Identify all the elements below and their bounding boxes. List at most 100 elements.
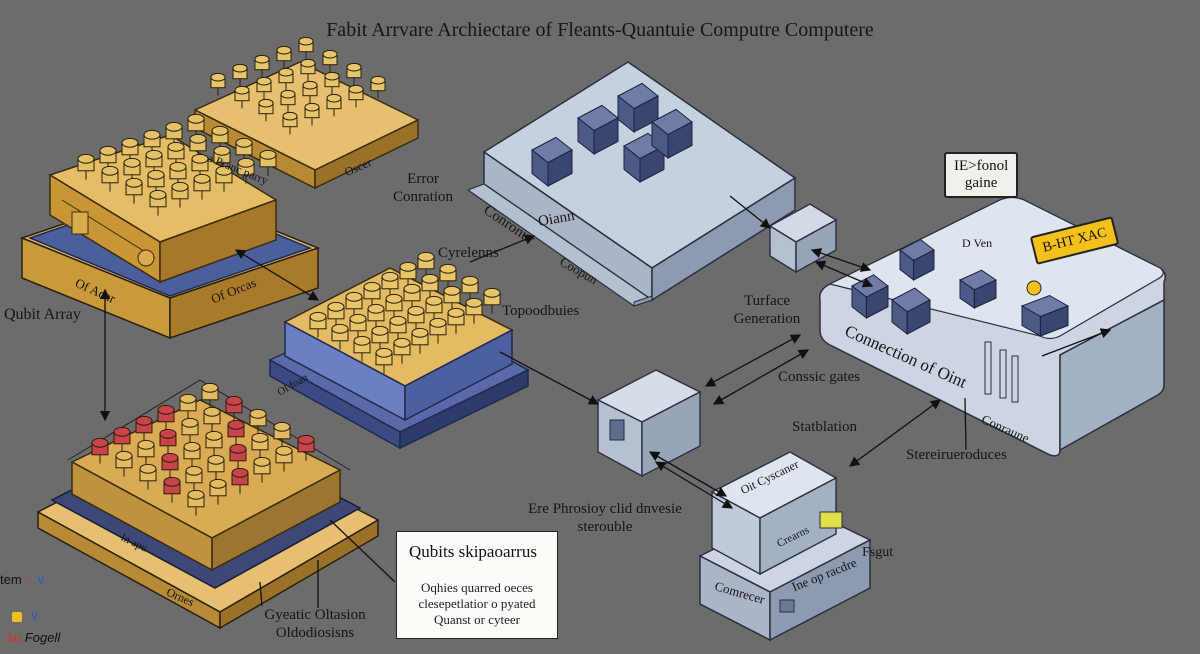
logo-mark-icon: 1o xyxy=(6,630,22,645)
qubit-icon xyxy=(183,441,201,468)
qubit-icon xyxy=(349,313,367,340)
qubit-icon xyxy=(399,261,417,288)
qubit-icon xyxy=(370,75,386,99)
qubit-icon xyxy=(309,311,327,338)
label-qubit-array: Qubit Array xyxy=(4,306,81,323)
qubit-icon xyxy=(139,463,157,490)
qubit-icon xyxy=(253,456,271,483)
sensor-module xyxy=(698,451,872,642)
stabilizer-box xyxy=(596,369,702,478)
qubit-icon xyxy=(367,303,385,330)
qubit-icon xyxy=(385,293,403,320)
legend-item-1: tem – ∨ xyxy=(0,572,46,588)
qubit-icon xyxy=(346,62,362,86)
qubit-icon xyxy=(258,98,274,122)
check-icon: ∨ xyxy=(29,608,40,623)
connector-box xyxy=(768,203,838,274)
legend-text: tem xyxy=(0,572,22,587)
qubit-icon xyxy=(209,478,227,505)
qubit-icon xyxy=(229,443,247,470)
label-ere-phrosioy: Ere Phrosioy clid dnvesie sterouble xyxy=(520,500,690,536)
chip-icon xyxy=(577,104,619,156)
qubit-icon xyxy=(163,476,181,503)
legend-text: Fogell xyxy=(24,630,61,645)
label-gyeatic-oltasion: Gyeatic Oltasion Oldodiosisns xyxy=(250,606,380,642)
qubit-icon xyxy=(211,125,229,152)
qubit-icon xyxy=(407,305,425,332)
reboot-bubble: IE>fonol gaine xyxy=(944,152,1019,198)
qubit-icon xyxy=(465,297,483,324)
qubit-icon xyxy=(256,76,272,100)
qubit-icon xyxy=(203,406,221,433)
qubit-icon xyxy=(276,45,292,69)
label-line: Turface xyxy=(743,293,791,309)
qubit-icon xyxy=(393,337,411,364)
callout-heading: Qubits skipaoarrus xyxy=(409,542,537,561)
qubit-icon xyxy=(187,489,205,516)
qubit-icon xyxy=(439,263,457,290)
qubit-icon xyxy=(249,408,267,435)
qubit-icon xyxy=(135,415,153,442)
label-stereirueroduces: Stereirueroduces xyxy=(906,447,1007,463)
bubble-line: IE>fonol xyxy=(954,158,1009,174)
qubit-icon xyxy=(185,465,203,492)
label-error-conration: Error Conration xyxy=(378,170,468,206)
chip-icon xyxy=(899,238,935,282)
qubit-icon xyxy=(300,58,316,82)
chip-icon xyxy=(651,108,693,160)
callout-line-2: clesepetlatior o pyated xyxy=(418,596,536,611)
qubit-icon xyxy=(421,273,439,300)
qubit-icon xyxy=(443,285,461,312)
error-correction-module xyxy=(466,61,797,307)
qubit-icon xyxy=(280,89,296,113)
bottom-qubit-stack xyxy=(36,379,380,630)
qubit-icon xyxy=(275,445,293,472)
chip-icon xyxy=(1020,294,1070,337)
qubit-icon xyxy=(231,467,249,494)
qubit-icon xyxy=(187,113,205,140)
qubit-icon xyxy=(161,452,179,479)
qubit-icon xyxy=(324,71,340,95)
label-line: Ere Phrosioy clid dnvesie xyxy=(528,501,682,517)
qubit-icon xyxy=(375,347,393,374)
label-cyrelenns: Cyrelenns xyxy=(438,245,499,261)
qubit-icon xyxy=(147,169,165,196)
qubit-icon xyxy=(181,417,199,444)
qubit-icon xyxy=(326,93,342,117)
label-line: Oldodiosisns xyxy=(275,625,355,641)
bubble-line: gaine xyxy=(964,175,998,191)
qubit-icon xyxy=(327,301,345,328)
qubit-icon xyxy=(237,157,255,184)
qubit-icon xyxy=(171,181,189,208)
label-line: Gyeatic Oltasion xyxy=(264,607,366,623)
label-line: Generation xyxy=(733,311,801,327)
chip-icon xyxy=(891,287,931,336)
chip-icon xyxy=(958,269,998,309)
qubit-icon xyxy=(297,434,315,461)
qubit-icon xyxy=(353,335,371,362)
qubit-icon xyxy=(227,419,245,446)
legend-item-3: 1o Fogell xyxy=(6,630,60,645)
qubit-icon xyxy=(207,454,225,481)
qubit-icon xyxy=(101,165,119,192)
qubit-icon xyxy=(447,307,465,334)
qubit-icon xyxy=(189,133,207,160)
yellow-swatch-icon xyxy=(12,611,22,622)
qubit-icon xyxy=(254,54,270,78)
check-icon: ∨ xyxy=(36,572,46,587)
qubit-icon xyxy=(304,102,320,126)
qubit-icon xyxy=(91,437,109,464)
callout-line-3: Quanst or cyteer xyxy=(434,612,520,627)
diagram-title: Fabit Arrvare Archiectare of Fleants-Qua… xyxy=(326,19,874,41)
qubit-icon xyxy=(201,382,219,409)
qubit-icon xyxy=(417,251,435,278)
qubit-icon xyxy=(159,428,177,455)
label-line: Error xyxy=(407,171,439,187)
qubit-icon xyxy=(278,67,294,91)
legend-item-2: ∨ xyxy=(12,608,39,624)
qubit-icon xyxy=(143,129,161,156)
qubit-icon xyxy=(113,426,131,453)
qubit-icon xyxy=(115,450,133,477)
qubit-icon xyxy=(149,189,167,216)
